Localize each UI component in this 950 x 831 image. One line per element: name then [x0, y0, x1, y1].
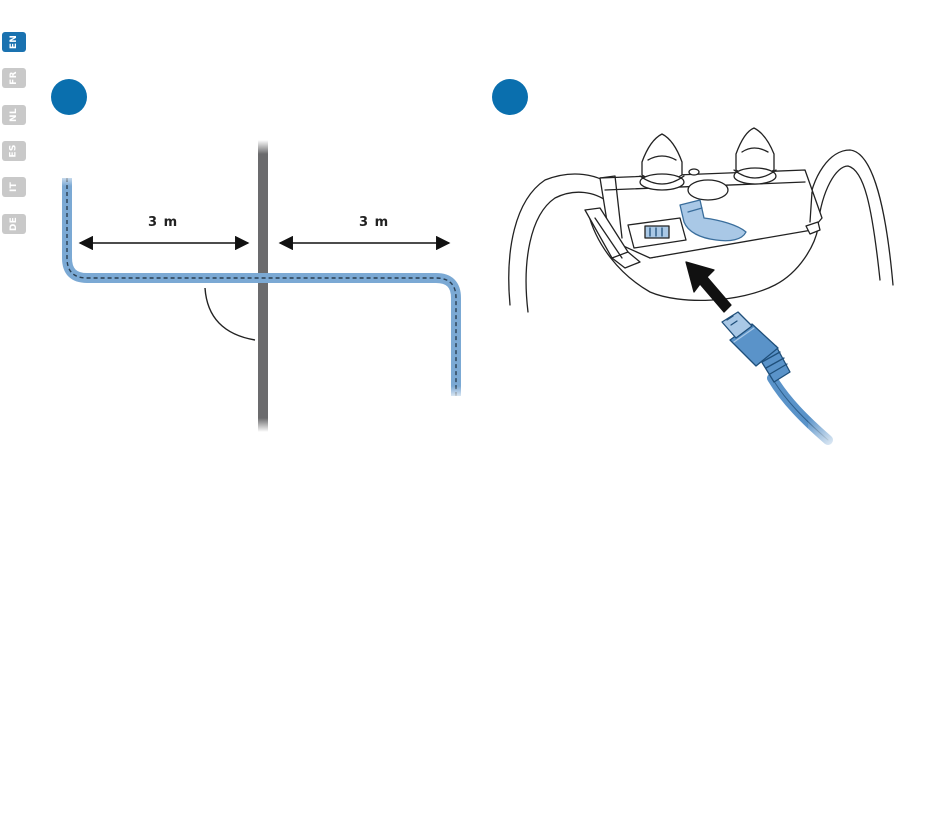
wire-crossing-diagram [58, 140, 466, 432]
right-angle-arc [205, 288, 255, 340]
collar-charging-illustration [509, 128, 893, 448]
receiver-led [689, 169, 699, 175]
contact-post-left [640, 134, 684, 190]
contact-post-right [734, 128, 776, 184]
barrier-line [258, 140, 268, 432]
receiver-button [688, 180, 728, 200]
